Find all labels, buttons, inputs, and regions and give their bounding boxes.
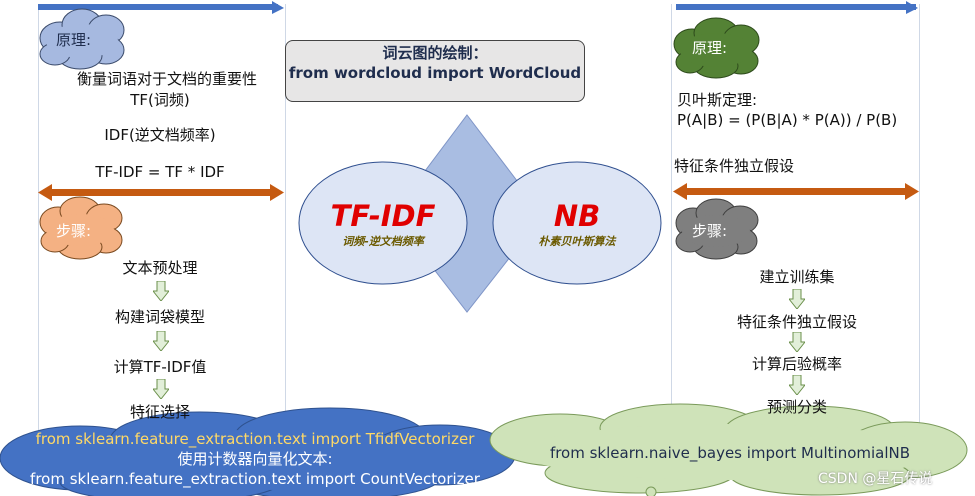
right-down-arrow-1 xyxy=(789,289,805,309)
title-box-line2: from wordcloud import WordCloud xyxy=(288,64,582,82)
right-down-arrow-2 xyxy=(789,332,805,352)
title-box-line1: 词云图的绘制： xyxy=(382,44,488,62)
tfidf-title: TF-IDF xyxy=(330,199,436,233)
tfidf-ellipse xyxy=(298,161,468,285)
nb-title: NB xyxy=(553,199,601,233)
watermark: CSDN @星石传说 xyxy=(818,471,933,487)
left-principle-line-3: IDF(逆文档频率) xyxy=(104,126,216,144)
right-steps-label: 步骤: xyxy=(692,222,728,240)
right-principle-label: 原理: xyxy=(692,39,728,57)
assumption-text: 特征条件独立假设 xyxy=(674,157,795,175)
right-down-arrow-3 xyxy=(789,375,805,395)
tfidf-subtitle: 词频-逆文档频率 xyxy=(342,235,424,248)
right-principle-cloud xyxy=(673,17,760,79)
left-principle-line-4: TF-IDF = TF * IDF xyxy=(95,163,225,181)
left-steps-label: 步骤: xyxy=(56,222,92,240)
left-steps-cloud xyxy=(39,196,123,260)
right-step-4: 预测分类 xyxy=(766,398,827,416)
bottom-right-cloud xyxy=(489,403,968,496)
bottom-right-line: from sklearn.naive_bayes import Multinom… xyxy=(549,444,911,462)
bayes-title: 贝叶斯定理: xyxy=(677,91,758,109)
left-down-arrow-1 xyxy=(153,281,169,301)
left-down-arrow-2 xyxy=(153,331,169,351)
nb-subtitle: 朴素贝叶斯算法 xyxy=(538,235,616,248)
title-box: 词云图的绘制： from wordcloud import WordCloud xyxy=(285,40,585,102)
right-top-bar xyxy=(676,4,916,10)
bottom-left-line-3: from sklearn.feature_extraction.text imp… xyxy=(30,470,480,488)
bottom-left-cloud xyxy=(0,407,516,496)
right-double-arrow xyxy=(673,183,919,200)
left-step-2: 构建词袋模型 xyxy=(114,308,205,326)
left-top-bar xyxy=(38,4,278,10)
right-step-3: 计算后验概率 xyxy=(751,355,842,373)
left-double-arrow xyxy=(38,184,284,201)
left-principle-line-2: TF(词频) xyxy=(130,91,190,109)
bottom-left-line-2: 使用计数器向量化文本: xyxy=(177,450,333,468)
left-top-bar-arrowhead xyxy=(272,1,284,14)
thought-bubble-dot xyxy=(645,486,657,496)
left-principle-cloud xyxy=(39,8,125,70)
left-down-arrow-3 xyxy=(153,379,169,399)
left-step-3: 计算TF-IDF值 xyxy=(113,358,207,376)
left-principle-label: 原理: xyxy=(56,31,92,49)
bottom-left-line-1: from sklearn.feature_extraction.text imp… xyxy=(35,430,475,448)
nb-ellipse xyxy=(492,161,662,285)
left-principle-line-1: 衡量词语对于文档的重要性 xyxy=(76,70,257,88)
right-top-bar-arrowhead xyxy=(906,1,918,14)
right-step-1: 建立训练集 xyxy=(759,268,835,286)
bayes-formula: P(A|B) = (P(B|A) * P(A)) / P(B) xyxy=(677,111,898,129)
left-step-1: 文本预处理 xyxy=(122,259,198,277)
right-step-2: 特征条件独立假设 xyxy=(736,313,857,331)
right-steps-cloud xyxy=(675,198,759,260)
left-step-4: 特征选择 xyxy=(129,403,190,421)
